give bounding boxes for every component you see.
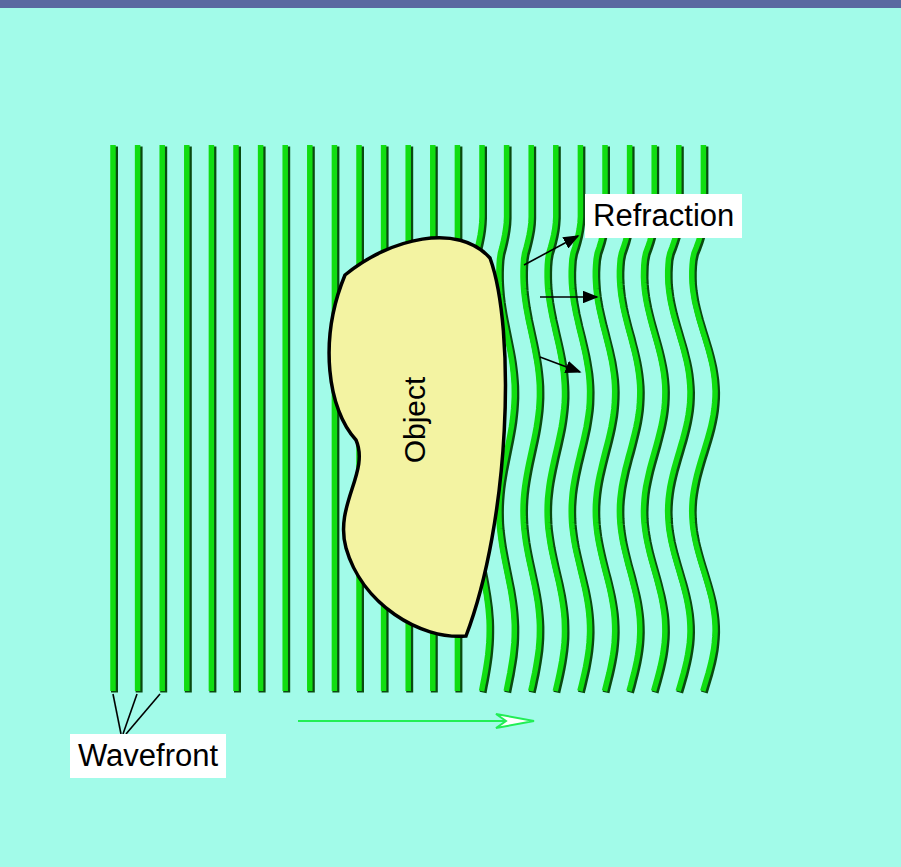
leader-arrows xyxy=(113,236,597,734)
wavefront-line xyxy=(282,145,288,691)
object-outline xyxy=(329,238,505,637)
wavefront-line xyxy=(209,145,215,691)
wavefront-line xyxy=(258,145,264,691)
wavefront-label: Wavefront xyxy=(70,734,226,778)
wavefront-line xyxy=(159,145,165,691)
wavefront-line xyxy=(547,145,564,691)
object-shape: Object xyxy=(398,377,432,464)
wavefront-line xyxy=(233,145,239,691)
wavefront-line xyxy=(110,145,116,691)
wavefront-line xyxy=(332,145,338,691)
wavefront-line xyxy=(135,145,141,691)
wavefront-line xyxy=(184,145,190,691)
wavefront-line xyxy=(307,145,313,691)
title-bar xyxy=(0,0,901,8)
object-label: Object xyxy=(398,377,432,464)
direction-arrow xyxy=(298,714,534,728)
wavefront-line xyxy=(523,145,539,691)
refraction-label: Refraction xyxy=(585,194,742,238)
